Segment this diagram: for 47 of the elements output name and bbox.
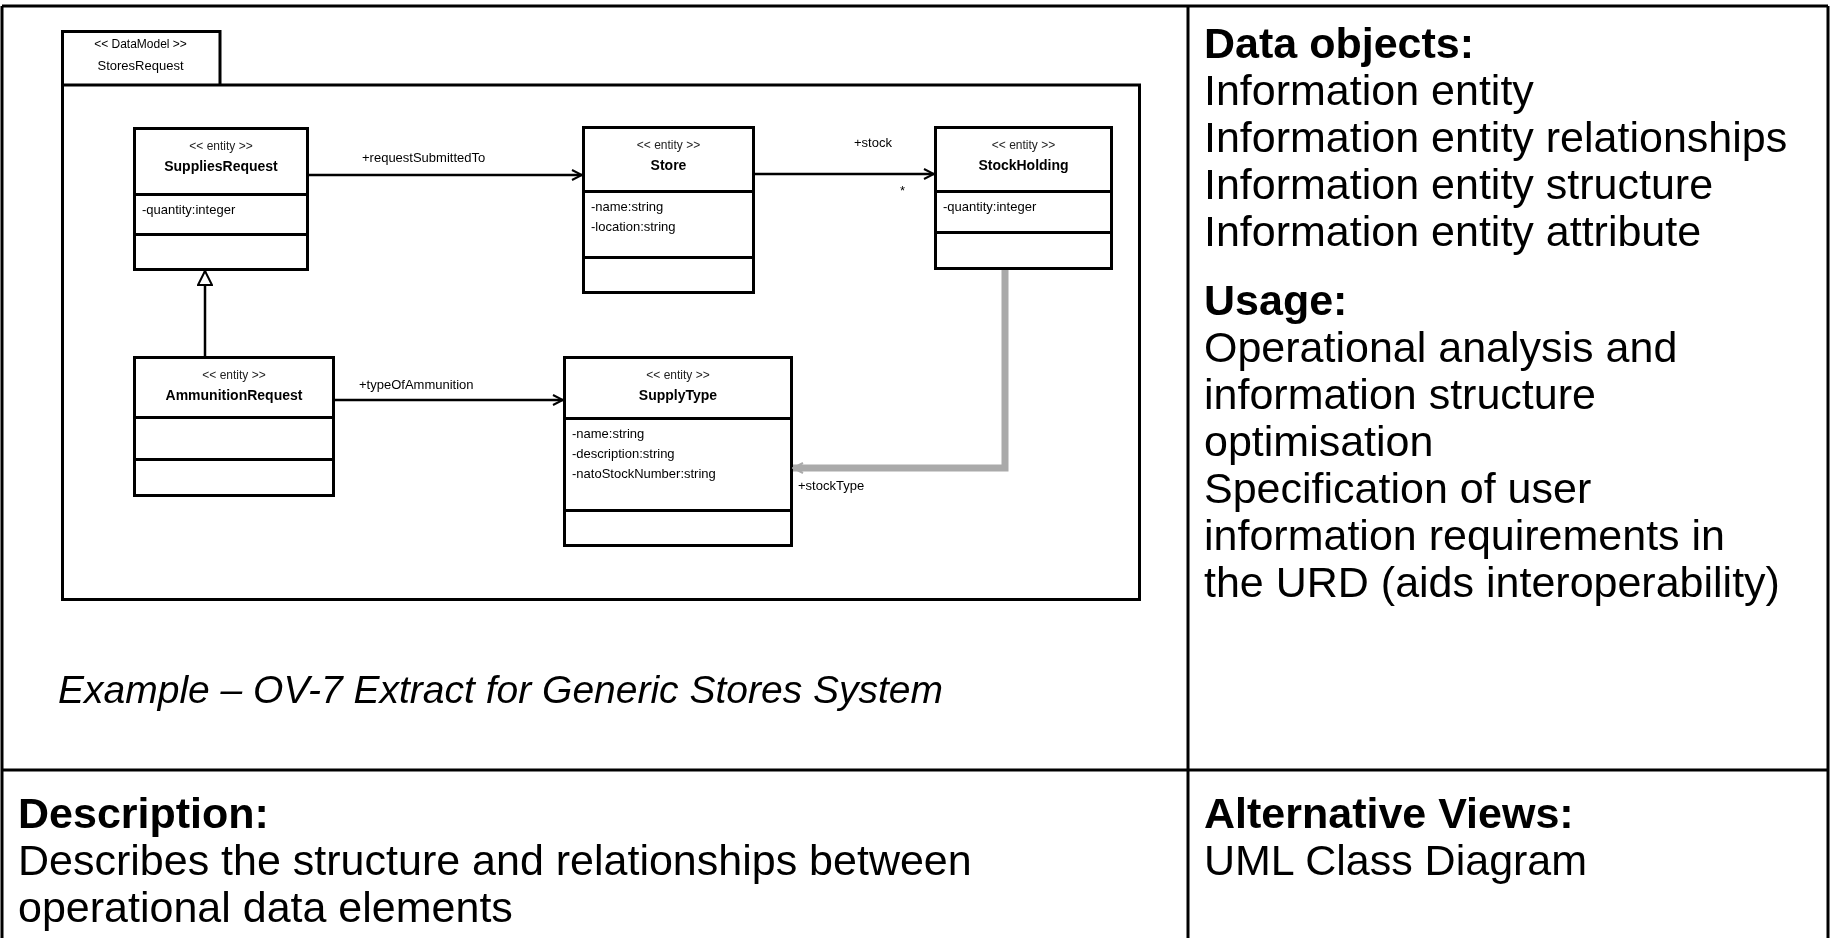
- attribute-label: -name:string: [572, 425, 646, 443]
- attribute-label: -quantity:integer: [943, 198, 1038, 216]
- figure-caption: Example – OV-7 Extract for Generic Stores System: [58, 668, 944, 712]
- attribute-label: -location:string: [591, 218, 677, 236]
- class-box: [133, 356, 335, 497]
- package-frame: [61, 30, 1141, 601]
- package-name: StoresRequest: [97, 58, 184, 73]
- section-heading: Description:: [18, 790, 270, 837]
- class-name: Store: [650, 157, 687, 173]
- edge-label: +typeOfAmmunition: [357, 377, 476, 392]
- attribute-label: -description:string: [572, 445, 676, 463]
- class-box: [934, 126, 1113, 270]
- cell-text: Information entity attribute: [1204, 208, 1703, 255]
- edge-label: +stock: [852, 135, 894, 150]
- cell-text: Information entity: [1204, 67, 1535, 114]
- attribute-label: -natoStockNumber:string: [572, 465, 717, 483]
- edge-label: +stockType: [796, 478, 867, 493]
- association-arrow: [792, 270, 1009, 474]
- class-box: [582, 126, 755, 294]
- edge-label: +requestSubmittedTo: [360, 150, 488, 165]
- stereotype-label: << entity >>: [991, 138, 1056, 152]
- association-arrow: [755, 168, 935, 180]
- cell-text: Operational analysis and information structure optimisation: [1204, 324, 1679, 465]
- cell-text: Information entity relationships: [1204, 114, 1789, 161]
- stereotype-label: << entity >>: [189, 139, 253, 153]
- section-heading: Alternative Views:: [1204, 790, 1575, 837]
- attribute-label: -quantity:integer: [142, 201, 237, 219]
- class-box: [563, 356, 793, 547]
- cell-text: Describes the structure and relationships between operational data elements: [18, 837, 973, 931]
- class-name: AmmunitionRequest: [165, 387, 303, 403]
- class-name: SupplyType: [638, 387, 718, 403]
- association-arrow: [335, 394, 564, 406]
- attribute-label: -name:string: [591, 198, 665, 216]
- cell-text: Specification of user information requirements in the URD (aids interoperability): [1204, 465, 1781, 606]
- section-heading: Data objects:: [1204, 20, 1475, 67]
- class-name: StockHolding: [978, 157, 1069, 173]
- stereotype-label: << entity >>: [646, 368, 710, 382]
- cell-text: UML Class Diagram: [1204, 837, 1589, 884]
- cell-text: Information entity structure: [1204, 161, 1714, 208]
- class-name: SuppliesRequest: [164, 158, 278, 174]
- association-arrow: [309, 169, 583, 181]
- stereotype-label: << entity >>: [202, 368, 266, 382]
- class-box: [133, 127, 309, 271]
- stereotype-label: << entity >>: [636, 138, 701, 152]
- section-heading: Usage:: [1204, 277, 1349, 324]
- stereotype-label: << DataModel >>: [94, 37, 187, 51]
- generalization-arrow: [197, 270, 213, 356]
